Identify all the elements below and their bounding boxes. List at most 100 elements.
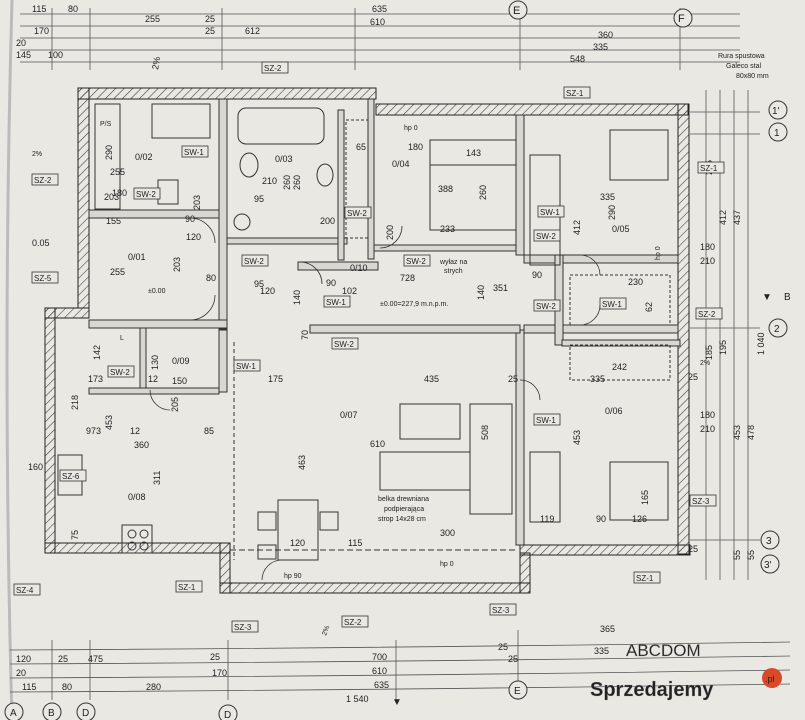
- room-0-02-w: 255: [110, 167, 125, 177]
- room-0-08-h: 453: [104, 415, 114, 430]
- label-l: L: [120, 335, 124, 342]
- dim-r-12: 25: [688, 544, 698, 554]
- bdim-13: 635: [374, 680, 389, 690]
- page-binding: [5, 0, 14, 720]
- room-0-06-h: 453: [572, 430, 582, 445]
- axis-e-top: E: [513, 5, 520, 17]
- tag-sz-1-right: SZ-1: [700, 164, 718, 173]
- dim-top-9: 612: [245, 26, 260, 36]
- slope-right: 2%: [700, 360, 710, 367]
- downpipe-note: Rura spustowa Galeco stal 80x80 mm: [718, 53, 769, 80]
- axis-e-bottom: E: [514, 686, 521, 697]
- idim-22: 173: [88, 374, 103, 384]
- roof-exit-2: strych: [444, 268, 463, 275]
- idim-2: 180: [408, 142, 423, 152]
- axis-1prime: 1': [772, 106, 780, 117]
- idim-33: 300: [440, 528, 455, 538]
- bathtub-icon: [151, 103, 211, 139]
- watermarks: ABCDOM Sprzedajemy .pl: [590, 641, 782, 701]
- tag-sw-1-f: SW-1: [536, 416, 556, 425]
- idim-1: 65: [356, 142, 366, 152]
- beam-note-2: podpierająca: [384, 506, 424, 513]
- room-0-07-h: 463: [297, 455, 307, 470]
- axis-markers-top: E F: [508, 0, 693, 28]
- tag-sz-1-bottom: SZ-1: [178, 583, 196, 592]
- idim-34: 175: [268, 374, 283, 384]
- idim-26: 973: [86, 426, 101, 436]
- idim-35: 435: [424, 374, 439, 384]
- tag-sz-4: SZ-4: [16, 586, 34, 595]
- room-0-03-w: 210: [262, 176, 277, 186]
- hp90-note: hp 90: [284, 573, 302, 580]
- sofa-icon: [379, 451, 471, 491]
- dim-top-10: 610: [370, 17, 385, 27]
- watermark-sprzedajemy: Sprzedajemy: [590, 679, 714, 701]
- room-0-09-h: 130: [150, 355, 160, 370]
- bdim-14: 115: [22, 682, 36, 692]
- tag-sw-1-c: SW-1: [540, 208, 560, 217]
- idim-7: 180: [112, 188, 127, 198]
- axis-a-bottom: A: [10, 708, 17, 719]
- idim-44: 80: [206, 273, 216, 283]
- bdim-16: 280: [146, 682, 161, 692]
- idim-9: 260: [292, 175, 302, 190]
- downpipe-line2: Galeco stal: [726, 63, 761, 70]
- slope-left: 2%: [32, 151, 42, 158]
- idim-47: 290: [607, 205, 617, 220]
- room-0-09: 0/09: [172, 356, 190, 366]
- slope-top: 2%: [150, 56, 162, 71]
- bdim-17: 1 540: [346, 694, 369, 704]
- axis-1: 1: [774, 128, 780, 139]
- idim-5: 203: [104, 192, 119, 202]
- toilet-icon: [316, 163, 334, 187]
- idim-8: 95: [254, 194, 264, 204]
- room-0-09-w: 150: [172, 376, 187, 386]
- dim-r-7: 478: [746, 425, 756, 440]
- room-0-07-w: 610: [370, 439, 385, 449]
- dim-r-4: 185: [704, 345, 714, 360]
- dim-r-14: 55: [746, 550, 756, 560]
- room-0-07: 0/07: [340, 410, 358, 420]
- interior-walls: [88, 98, 681, 546]
- room-0-01-w: 255: [110, 267, 125, 277]
- idim-42: 62: [644, 302, 654, 312]
- watermark-abcdom: ABCDOM: [626, 641, 701, 660]
- axis-f-top: F: [678, 13, 685, 25]
- dining-table-icon: [277, 499, 319, 561]
- bdim-5: 700: [372, 652, 387, 662]
- dim-top-3: 255: [145, 14, 160, 24]
- dim-top-1: 115: [32, 4, 46, 14]
- tag-sw-2-a: SW-2: [136, 190, 156, 199]
- beam-note-3: strop 14x28 cm: [378, 516, 426, 523]
- room-0-05: 0/05: [612, 224, 630, 234]
- room-0-08-w: 311: [152, 471, 162, 485]
- tag-sz-2-bottom: SZ-2: [344, 618, 362, 627]
- idim-15: 102: [342, 286, 357, 296]
- tag-sw-2-h: SW-2: [110, 368, 130, 377]
- axis-3: 3: [766, 536, 772, 547]
- room-0-03-h: 260: [282, 175, 292, 190]
- tag-sw-2-c: SW-2: [244, 257, 264, 266]
- axis-2: 2: [774, 324, 780, 335]
- section-b-label: B: [784, 292, 791, 303]
- idim-23: 142: [92, 345, 102, 360]
- top-dimension-lines: [20, 8, 740, 70]
- idim-39: 165: [640, 490, 650, 505]
- tag-sz-1-bottom2: SZ-1: [636, 574, 654, 583]
- tag-sw-2-d: SW-2: [406, 257, 426, 266]
- tag-sz-6: SZ-6: [62, 472, 80, 481]
- idim-18: 95: [254, 279, 264, 289]
- room-0-02: 0/02: [135, 152, 153, 162]
- tag-sz-2-right: SZ-2: [698, 310, 716, 319]
- dim-r-13: 55: [732, 550, 742, 560]
- annotations: ±0.00=227,9 m.n.p.m. ±0.00 wyłaz na stry…: [32, 121, 710, 637]
- hp-top: hp 0: [404, 125, 418, 132]
- room-0-10-h: 140: [292, 290, 302, 305]
- dim-top-5: 635: [372, 4, 387, 14]
- downpipe-line1: Rura spustowa: [718, 53, 765, 60]
- dim-top-8: 25: [205, 26, 215, 36]
- desk-icon: [609, 461, 669, 521]
- idim-28: 218: [70, 395, 80, 410]
